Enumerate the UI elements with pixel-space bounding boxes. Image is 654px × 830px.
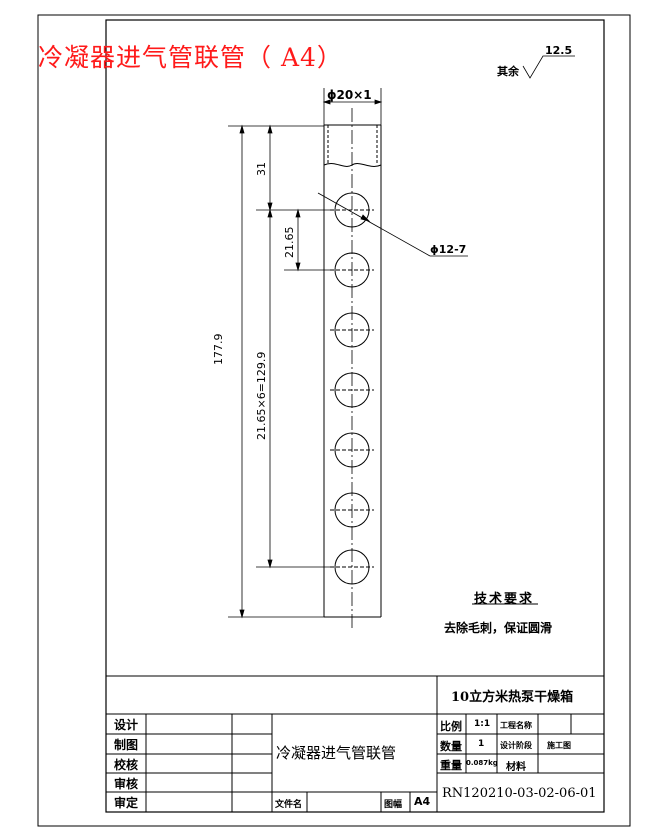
tube-dia-label: ϕ20×1 [327, 88, 372, 102]
hole-2 [330, 252, 374, 288]
dim-top-offset: 31 [255, 162, 268, 176]
inner-border [105, 19, 605, 813]
qty-value: 1 [478, 739, 485, 749]
extension-lines [228, 125, 334, 618]
dim-pitch: 21.65 [283, 226, 296, 259]
roughness-symbol [522, 55, 575, 79]
hole-dia-label: ϕ12-7 [430, 243, 467, 256]
row-approve: 审定 [114, 796, 139, 810]
file-label: 文件名 [275, 800, 303, 810]
drawing-title: 冷凝器进气管联管（ A4） [38, 43, 343, 72]
material-label: 材料 [506, 762, 526, 773]
hole-6 [330, 492, 374, 528]
hole-1 [330, 192, 374, 228]
tech-req-title: 技术要求 [474, 592, 535, 607]
roughness-value: 12.5 [545, 44, 573, 57]
tube [323, 124, 382, 618]
weight-label: 重量 [440, 759, 462, 772]
row-design: 设计 [114, 718, 139, 732]
dimension-lines [239, 124, 301, 619]
dim-pitch-total: 21.65×6=129.9 [255, 351, 268, 440]
project-label: 工程名称 [500, 721, 532, 730]
roughness-label: 其余 [497, 65, 519, 78]
row-draft: 制图 [114, 738, 139, 752]
sheet-value: A4 [414, 795, 431, 808]
weight-value: 0.087kg [466, 759, 498, 767]
title-block-lines [106, 675, 604, 812]
row-review: 审核 [114, 777, 139, 791]
dim-overall: 177.9 [212, 333, 225, 366]
hole-5 [330, 432, 374, 468]
holes [330, 192, 374, 585]
tube-dia-dimension [322, 88, 383, 125]
hole-3 [330, 312, 374, 348]
scale-label: 比例 [440, 720, 462, 733]
hole-leader [317, 192, 468, 257]
hole-7 [330, 549, 374, 585]
part-name: 冷凝器进气管联管 [276, 744, 397, 762]
sheet-label: 图幅 [384, 800, 403, 810]
hole-4 [330, 372, 374, 408]
qty-label: 数量 [440, 740, 462, 753]
drawing-number: RN120210-03-02-06-01 [442, 786, 597, 801]
stage-value: 施工图 [547, 741, 571, 750]
row-check: 校核 [114, 758, 139, 772]
tech-req-text: 去除毛刺，保证圆滑 [444, 621, 553, 635]
scale-value: 1:1 [474, 719, 491, 729]
stage-label: 设计阶段 [500, 741, 532, 750]
outer-border [37, 14, 631, 827]
product-name: 10立方米热泵干燥箱 [451, 690, 574, 705]
